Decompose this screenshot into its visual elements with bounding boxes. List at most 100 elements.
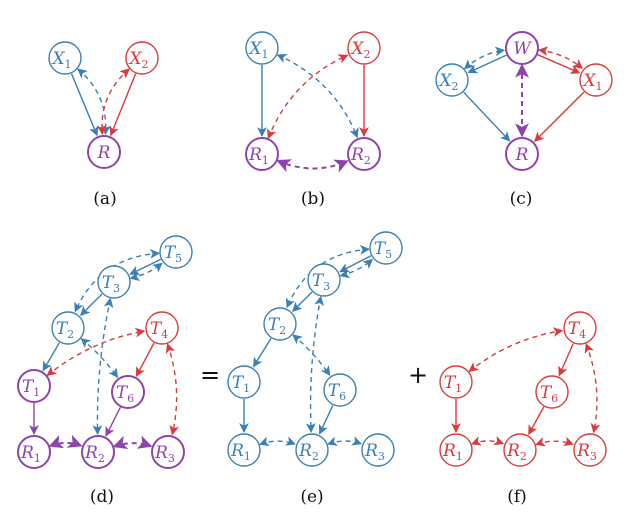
node-d_T6: T6 xyxy=(111,375,145,409)
node-label: X1 xyxy=(581,71,602,93)
node-label: R3 xyxy=(364,441,385,463)
caption-d: (d) xyxy=(90,487,114,507)
node-circle xyxy=(295,433,329,467)
node-label-base: R xyxy=(350,145,364,165)
node-label-base: R xyxy=(576,441,590,461)
node-label-subscript: 1 xyxy=(262,154,269,167)
node-label-subscript: 5 xyxy=(175,252,182,265)
node-circle xyxy=(439,365,473,399)
node-label-subscript: 2 xyxy=(279,324,286,337)
directed-edge-d_T6-d_R2 xyxy=(105,406,122,437)
node-f_R2: R2 xyxy=(503,433,537,467)
bidirected-edge-f_R2-f_R3 xyxy=(535,436,574,447)
node-label-subscript: 1 xyxy=(262,48,269,61)
node-label-base: R xyxy=(248,145,262,165)
node-label-base: R xyxy=(506,441,520,461)
node-label-base: T xyxy=(56,319,69,339)
bidirected-edge-a_X2-a_R xyxy=(96,68,130,136)
node-c_R: R xyxy=(505,137,539,171)
node-b_R1: R1 xyxy=(245,137,279,171)
directed-edge-d_T4-d_T6 xyxy=(135,342,155,377)
node-d_R1: R1 xyxy=(17,435,51,469)
node-label: T5 xyxy=(164,243,182,265)
node-label-subscript: 2 xyxy=(520,450,527,463)
directed-edge-e_T6-e_R2 xyxy=(318,405,334,435)
node-label-subscript: 4 xyxy=(161,328,168,341)
node-circle xyxy=(227,365,261,399)
node-circle xyxy=(263,307,297,341)
node-circle xyxy=(17,435,51,469)
node-f_R3: R3 xyxy=(573,433,607,467)
directed-edge-c_X2-c_R xyxy=(463,91,511,142)
node-circle xyxy=(347,31,381,65)
node-label-base: R xyxy=(154,443,168,463)
node-d_R2: R2 xyxy=(81,435,115,469)
node-f_T4: T4 xyxy=(563,311,597,345)
directed-edge-d_T2-d_T1 xyxy=(42,342,61,372)
node-circle xyxy=(505,137,539,171)
directed-edge-c_W-c_X2 xyxy=(467,54,507,74)
node-c_X2: X2 xyxy=(435,63,469,97)
node-e_R2: R2 xyxy=(295,433,329,467)
node-label-base: T xyxy=(150,319,163,339)
node-a_R: R xyxy=(87,135,121,169)
node-circle xyxy=(48,41,82,75)
node-label-subscript: 1 xyxy=(244,450,251,463)
node-circle xyxy=(227,433,261,467)
node-label: X2 xyxy=(349,39,370,61)
node-label-base: X xyxy=(437,71,452,91)
node-label-subscript: 2 xyxy=(142,58,149,71)
node-label-subscript: 2 xyxy=(364,154,371,167)
node-label-subscript: 2 xyxy=(67,328,74,341)
node-label: T6 xyxy=(540,383,558,405)
node-d_T1: T1 xyxy=(17,369,51,403)
node-label: R2 xyxy=(506,441,527,463)
node-label-subscript: 6 xyxy=(339,390,346,403)
node-label-base: T xyxy=(444,373,457,393)
node-circle xyxy=(503,433,537,467)
node-label: W xyxy=(513,39,532,59)
node-label: T3 xyxy=(312,271,330,293)
node-circle xyxy=(369,231,403,265)
node-label-base: T xyxy=(268,315,281,335)
bidirected-edge-b_R1-b_R2 xyxy=(276,159,349,173)
plus-sign: + xyxy=(408,361,428,389)
node-label-base: T xyxy=(164,243,177,263)
node-d_R3: R3 xyxy=(151,435,185,469)
node-label-base: T xyxy=(328,381,341,401)
bidirected-edge-d_R1-d_R2 xyxy=(48,434,83,449)
node-label-base: T xyxy=(540,383,553,403)
node-label-subscript: 1 xyxy=(243,382,250,395)
bidirected-edge-c_X2-c_W xyxy=(463,46,506,70)
edges-layer xyxy=(29,46,601,450)
node-label-subscript: 1 xyxy=(65,58,72,71)
caption-f: (f) xyxy=(507,487,527,507)
node-circle xyxy=(439,433,473,467)
node-label: R1 xyxy=(20,443,41,465)
node-label-subscript: 1 xyxy=(456,450,463,463)
node-e_T3: T3 xyxy=(307,263,341,297)
directed-edge-e_T2-e_T1 xyxy=(252,338,272,368)
node-label: T5 xyxy=(374,239,392,261)
node-label-subscript: 3 xyxy=(590,450,597,463)
node-f_R1: R1 xyxy=(439,433,473,467)
node-label-subscript: 3 xyxy=(378,450,385,463)
node-circle xyxy=(111,375,145,409)
node-circle xyxy=(245,31,279,65)
node-label-subscript: 1 xyxy=(596,80,603,93)
node-label: T4 xyxy=(568,319,586,341)
node-label-base: T xyxy=(232,373,245,393)
caption-e: (e) xyxy=(300,487,323,507)
node-circle xyxy=(505,31,539,65)
node-label: T2 xyxy=(268,315,286,337)
node-label-subscript: 2 xyxy=(364,48,371,61)
node-label-subscript: 2 xyxy=(98,452,105,465)
bidirected-edge-b_X1-b_R2 xyxy=(276,53,359,139)
node-label-base: T xyxy=(116,383,129,403)
node-label: R2 xyxy=(84,443,105,465)
node-label-base: T xyxy=(312,271,325,291)
node-label-base: W xyxy=(513,39,532,59)
node-label-base: X xyxy=(127,49,142,69)
node-circle xyxy=(145,311,179,345)
